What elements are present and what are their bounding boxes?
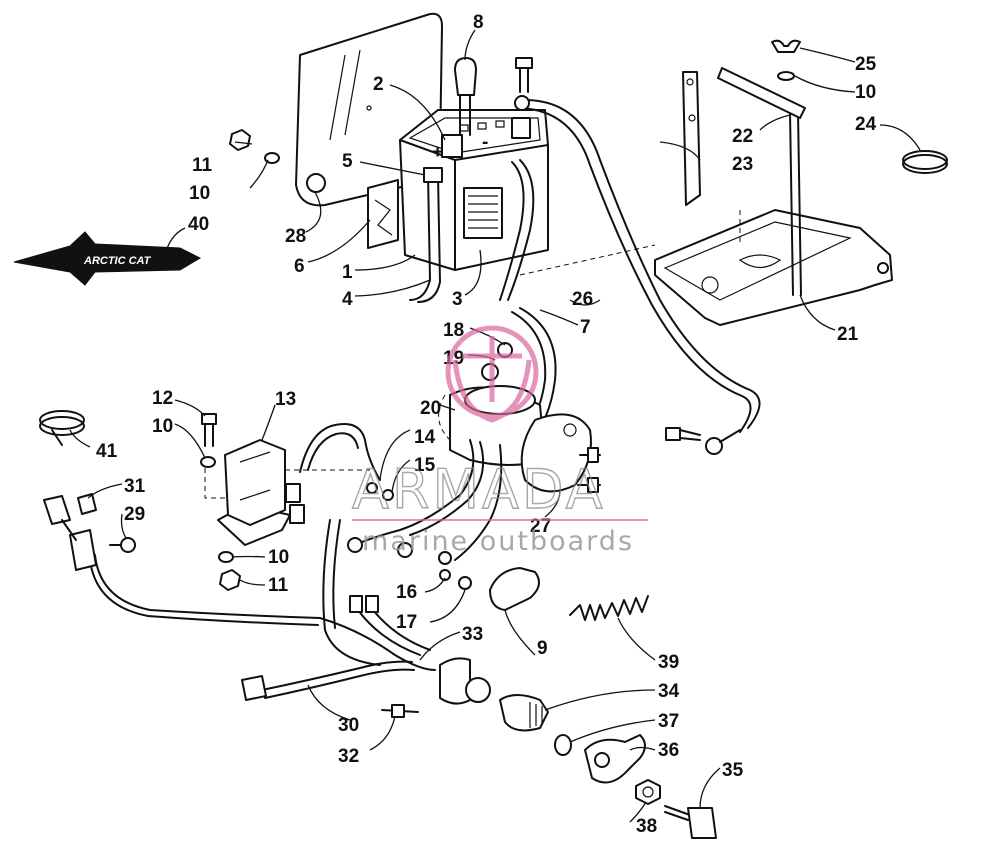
watermark-tagline: marine outboards — [362, 526, 634, 557]
callout-35: 35 — [722, 760, 744, 781]
callout-39: 39 — [658, 652, 679, 673]
callout-3: 3 — [452, 289, 463, 310]
arctic-cat-decal: ARCTIC CAT — [13, 231, 202, 286]
callout-10-left: 10 — [189, 183, 210, 204]
callout-29: 29 — [124, 504, 145, 525]
callout-25: 25 — [855, 54, 877, 75]
callout-24: 24 — [855, 114, 877, 135]
callout-1: 1 — [342, 262, 353, 283]
callout-33: 33 — [462, 624, 483, 645]
callout-40: 40 — [188, 214, 209, 235]
terminal-boot-part — [489, 567, 540, 611]
callout-36: 36 — [658, 740, 679, 761]
battery-part: - + — [399, 109, 549, 271]
fuse-holder-part — [43, 493, 97, 571]
callout-41: 41 — [96, 441, 118, 462]
terminal-bolt-part — [665, 427, 701, 441]
callout-22: 22 — [732, 126, 753, 147]
callout-4: 4 — [342, 289, 353, 310]
bolt-part — [515, 57, 533, 93]
switch-nut-part — [635, 779, 661, 805]
callout-11-low: 11 — [268, 575, 289, 596]
wiring-harness-part — [89, 519, 491, 705]
ground-cable-part — [514, 95, 761, 455]
watermark-anchor-logo — [445, 325, 539, 423]
watermark-brand: ARMADA — [352, 458, 606, 521]
mounting-bolt-part — [201, 413, 217, 447]
callout-10-right: 10 — [855, 82, 876, 103]
svg-text:+: + — [432, 142, 443, 163]
callout-10-mid: 10 — [152, 416, 173, 437]
callout-31: 31 — [124, 476, 146, 497]
circuit-breaker-part — [520, 413, 601, 493]
callout-15: 15 — [414, 455, 436, 476]
callout-17: 17 — [396, 612, 417, 633]
callout-20: 20 — [420, 398, 441, 419]
callout-13: 13 — [275, 389, 296, 410]
alignment-lines — [204, 210, 741, 499]
battery-tray-part — [654, 209, 893, 326]
callout-labels: 2 8 5 11 10 40 28 6 1 4 3 26 7 22 23 25 … — [96, 12, 877, 837]
logo-text: ARCTIC CAT — [83, 255, 152, 267]
callout-34: 34 — [658, 681, 680, 702]
callout-10-low: 10 — [268, 547, 289, 568]
callout-28: 28 — [285, 226, 306, 247]
screw-part — [109, 537, 136, 553]
ignition-switch-part — [499, 694, 572, 756]
callout-26: 26 — [572, 289, 593, 310]
terminal-cap-part — [454, 57, 477, 136]
callout-37: 37 — [658, 711, 679, 732]
callout-12: 12 — [152, 388, 173, 409]
cable-tie-part-2 — [39, 410, 85, 446]
watermark: ARMADA marine outboards — [351, 325, 648, 557]
key-part — [664, 805, 717, 839]
callout-21: 21 — [837, 324, 859, 345]
callout-32: 32 — [338, 746, 359, 767]
callout-7: 7 — [580, 317, 591, 338]
callout-5: 5 — [342, 151, 353, 172]
callout-6: 6 — [294, 256, 305, 277]
battery-pad-part — [367, 179, 399, 249]
callout-11-top: 11 — [192, 155, 213, 176]
callout-9: 9 — [537, 638, 548, 659]
leader-lines — [69, 29, 921, 823]
hold-down-rod-part — [682, 39, 806, 296]
callout-27: 27 — [530, 516, 551, 537]
svg-text:-: - — [482, 132, 488, 153]
switch-plate-part — [584, 734, 646, 784]
diode-part — [381, 704, 419, 718]
cable-tie-part — [902, 150, 948, 174]
callout-38: 38 — [636, 816, 657, 837]
callout-2: 2 — [373, 74, 384, 95]
spring-part — [569, 595, 649, 621]
callout-8: 8 — [473, 12, 484, 33]
callout-14: 14 — [414, 427, 436, 448]
solenoid-wires-part — [285, 423, 394, 501]
callout-16: 16 — [396, 582, 417, 603]
callout-30: 30 — [338, 715, 359, 736]
solenoid-relay-part — [217, 439, 305, 546]
callout-23: 23 — [732, 154, 753, 175]
callout-18: 18 — [443, 320, 464, 341]
